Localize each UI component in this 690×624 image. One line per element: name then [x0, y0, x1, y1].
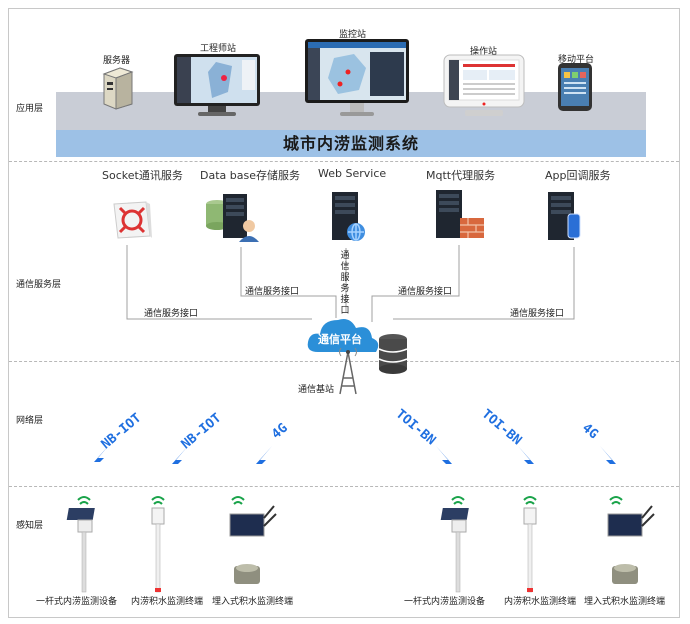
buried-terminal-icon-left [229, 496, 277, 584]
cloud-platform-icon [307, 319, 379, 352]
layer-label-application: 应用层 [16, 104, 44, 114]
ponding-terminal-icon-left [151, 496, 165, 593]
app-service-label: App回调服务 [545, 169, 611, 182]
socket-service-label: Socket通讯服务 [102, 169, 183, 182]
interface-label-center: 通 信 服 务 接 口 [340, 251, 350, 317]
interface-label-left-outer: 通信服务接口 [144, 309, 199, 319]
engineer-laptop-icon [174, 54, 260, 116]
terminal-label-ponding-left: 内涝积水监测终端 [131, 597, 204, 607]
monitor-station-label: 监控站 [339, 30, 367, 40]
layer-divider [9, 161, 679, 162]
layer-label-communication: 通信服务层 [16, 280, 62, 290]
database-service-label: Data base存储服务 [200, 169, 300, 182]
base-station-label: 通信基站 [298, 385, 335, 395]
interface-label-right-outer: 通信服务接口 [510, 309, 565, 319]
layer-label-network: 网络层 [16, 416, 44, 426]
interface-char: 信 [340, 262, 350, 272]
ponding-terminal-icon-right [523, 496, 537, 593]
database-service-icon [206, 194, 259, 242]
interface-label-left-inner: 通信服务接口 [245, 287, 300, 297]
base-station-icon [339, 347, 357, 395]
mqtt-service-icon [436, 190, 484, 238]
mobile-platform-label: 移动平台 [558, 55, 595, 65]
monitor-station-icon [305, 39, 409, 116]
interface-char: 务 [340, 284, 350, 294]
operator-station-icon [443, 54, 525, 116]
platform-label: 通信平台 [318, 333, 362, 346]
interface-char: 接 [340, 295, 350, 305]
mqtt-service-label: Mqtt代理服务 [426, 169, 496, 182]
engineer-station-label: 工程师站 [200, 44, 237, 54]
layer-label-perception: 感知层 [16, 521, 44, 531]
system-title-banner: 城市内涝监测系统 [56, 130, 646, 157]
interface-char: 服 [340, 273, 350, 283]
buried-terminal-icon-right [607, 496, 655, 584]
operator-station-label: 操作站 [470, 47, 498, 57]
server-label: 服务器 [103, 56, 131, 66]
terminal-label-pole-left: 一杆式内涝监测设备 [36, 597, 118, 607]
layer-divider [9, 361, 679, 362]
server-icon [102, 67, 134, 110]
web-service-label: Web Service [318, 167, 387, 180]
system-title: 城市内涝监测系统 [282, 134, 419, 153]
pole-device-icon-left [66, 496, 95, 593]
interface-label-right-inner: 通信服务接口 [398, 287, 453, 297]
interface-char: 通 [340, 251, 350, 261]
layer-divider [9, 486, 679, 487]
terminal-label-ponding-right: 内涝积水监测终端 [504, 597, 577, 607]
pole-device-icon-right [440, 496, 469, 593]
terminal-label-buried-right: 埋入式积水监测终端 [584, 597, 666, 607]
interface-char: 口 [340, 306, 350, 316]
web-service-icon [332, 192, 365, 241]
terminal-label-pole-right: 一杆式内涝监测设备 [404, 597, 486, 607]
socket-service-icon [113, 201, 152, 239]
database-cylinder-icon [378, 334, 408, 374]
terminal-label-buried-left: 埋入式积水监测终端 [212, 597, 294, 607]
mobile-platform-icon [558, 63, 592, 111]
app-service-icon [548, 192, 581, 240]
diagram-frame [8, 8, 680, 618]
